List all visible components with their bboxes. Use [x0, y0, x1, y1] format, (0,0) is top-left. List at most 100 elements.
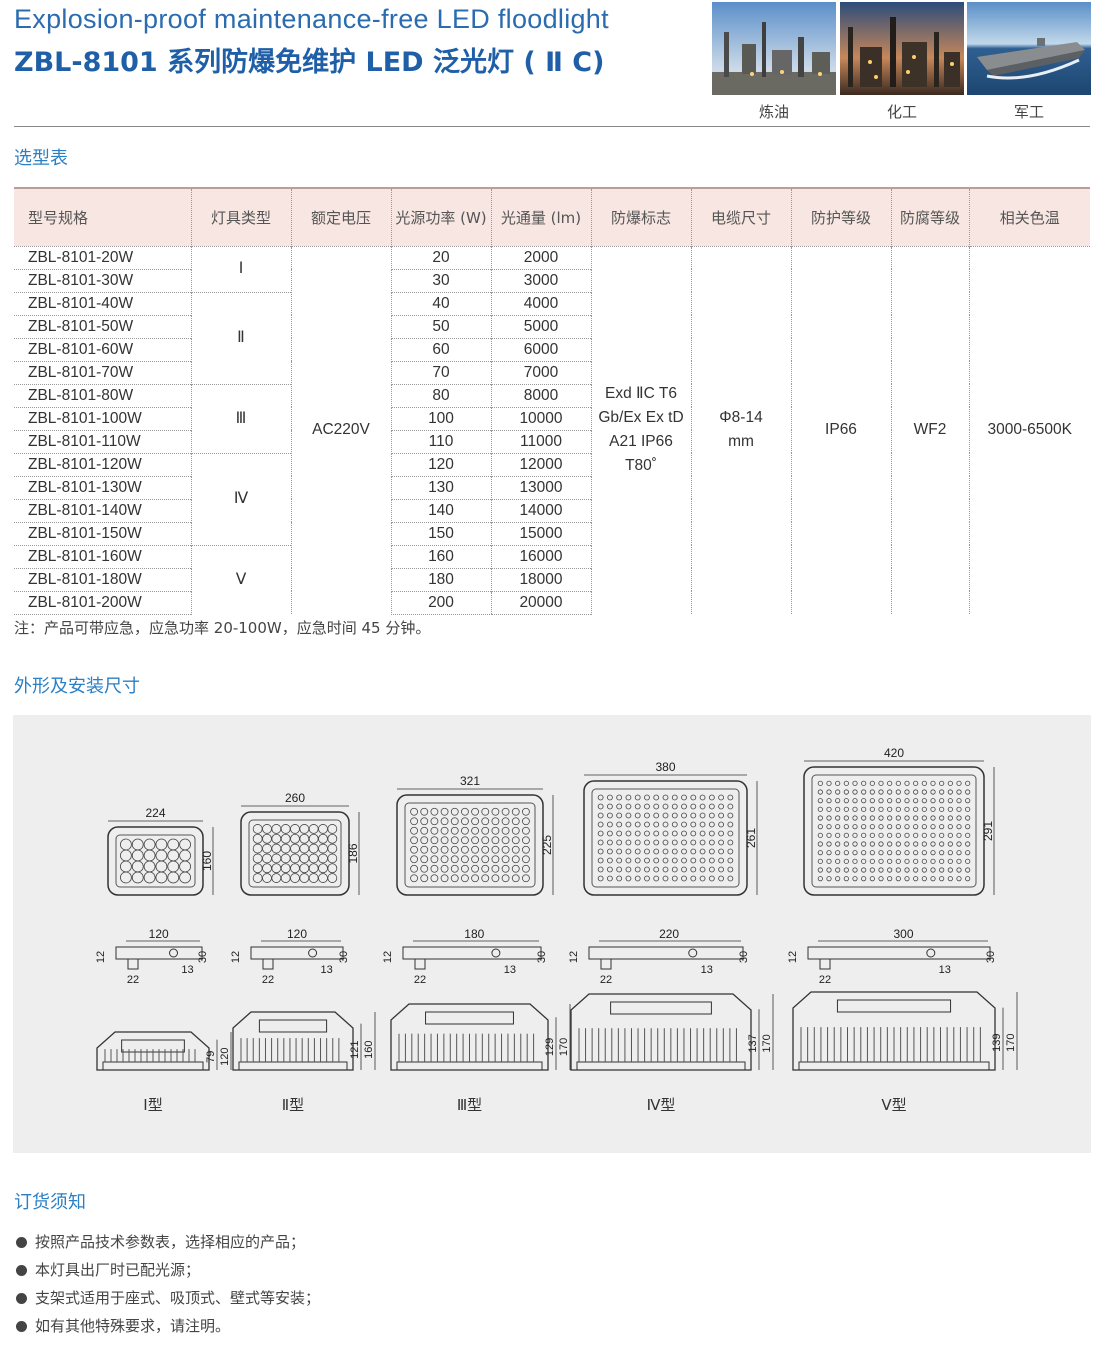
led-chip — [904, 850, 910, 856]
flux-cell: 2000 — [490, 245, 591, 269]
led-chip — [634, 830, 641, 837]
power-cell: 20 — [390, 245, 491, 269]
led-chip — [450, 864, 459, 873]
led-chip — [861, 876, 867, 882]
flux-cell: 7000 — [490, 360, 591, 384]
flux-cell: 12000 — [490, 452, 591, 476]
led-chip — [616, 794, 623, 801]
led-chip — [843, 876, 849, 882]
model-cell: ZBL-8101-50W — [14, 314, 191, 338]
led-chip — [947, 798, 953, 804]
led-chip — [708, 830, 715, 837]
led-chip — [727, 839, 734, 846]
led-chip — [131, 849, 144, 862]
led-chip — [718, 803, 724, 810]
led-chip — [852, 824, 858, 830]
led-chip — [290, 833, 300, 844]
mount-height-label: 12 — [787, 951, 799, 963]
led-chip — [597, 866, 604, 873]
led-chip — [921, 832, 927, 838]
led-chip — [450, 826, 459, 835]
ordering-item: 本灯具出厂时已配光源； — [16, 1256, 320, 1284]
bullet-icon — [16, 1292, 27, 1304]
led-chip — [835, 798, 841, 804]
led-chip — [843, 858, 849, 864]
led-chip — [616, 848, 623, 855]
led-chip — [155, 871, 168, 884]
led-chip — [965, 824, 971, 830]
led-array-frame — [248, 819, 342, 888]
power-cell: 160 — [390, 544, 491, 568]
led-chip — [252, 873, 263, 883]
led-chip — [727, 821, 734, 828]
led-chip — [410, 836, 418, 845]
led-chip — [607, 794, 613, 801]
led-chip — [921, 789, 927, 795]
mount-width-label: 22 — [127, 974, 139, 986]
led-chip — [904, 876, 910, 882]
spec-table-header: 型号规格 灯具类型 额定电压 光源功率 (W) 光通量 (lm) 防爆标志 电缆… — [14, 187, 1090, 246]
led-chip — [939, 867, 945, 873]
led-chip — [852, 780, 858, 786]
bracket-hole — [169, 948, 179, 958]
led-chip — [625, 875, 632, 882]
type-cell: Ⅰ — [190, 245, 291, 292]
model-cell: ZBL-8101-110W — [14, 429, 191, 453]
led-chip — [327, 873, 338, 883]
led-chip — [887, 806, 893, 812]
led-chip — [718, 839, 724, 846]
led-chip — [644, 821, 650, 828]
led-chip — [878, 867, 884, 873]
led-chip — [930, 780, 936, 786]
side-height-2-label: 170 — [558, 1038, 570, 1056]
chemical-caption: 化工 — [886, 103, 917, 121]
led-chip — [895, 789, 901, 795]
led-chip — [930, 815, 936, 821]
led-chip — [634, 839, 641, 846]
led-chip — [671, 794, 678, 801]
led-chip — [939, 815, 945, 821]
flux-cell: 3000 — [490, 268, 591, 292]
led-chip — [607, 857, 613, 864]
led-chip — [727, 803, 734, 810]
side-height-1-label: 121 — [349, 1041, 361, 1059]
led-chip — [450, 855, 459, 864]
ordering-item-text: 支架式适用于座式、吸顶式、壁式等安装； — [35, 1289, 321, 1307]
side-height-2-label: 120 — [219, 1048, 231, 1066]
side-height-1-label: 129 — [544, 1038, 556, 1056]
led-chip — [471, 826, 479, 835]
led-chip — [718, 830, 724, 837]
led-chip — [835, 867, 841, 873]
col-header-ex-mark: 防爆标志 — [590, 187, 691, 246]
led-chip — [167, 860, 180, 873]
led-chip — [653, 830, 660, 837]
power-cell: 40 — [390, 291, 491, 315]
mount-height-label: 12 — [568, 951, 580, 963]
led-chip — [887, 876, 893, 882]
led-chip — [501, 845, 510, 854]
led-chip — [895, 867, 901, 873]
flux-cell: 16000 — [490, 544, 591, 568]
led-chip — [852, 850, 858, 856]
bracket-foot — [127, 958, 139, 970]
refinery-caption: 炼油 — [758, 103, 789, 121]
led-chip — [179, 849, 191, 862]
led-chip — [262, 863, 272, 874]
led-chip — [690, 830, 697, 837]
led-chip — [280, 873, 291, 883]
power-cell: 200 — [390, 590, 491, 615]
led-chip — [299, 863, 310, 874]
led-chip — [440, 836, 449, 845]
led-chip — [471, 817, 479, 826]
led-chip — [930, 824, 936, 830]
led-chip — [718, 866, 724, 873]
led-chip — [644, 866, 650, 873]
led-chip — [681, 848, 687, 855]
led-chip — [634, 794, 641, 801]
led-chip — [653, 866, 660, 873]
led-chip — [671, 857, 678, 864]
led-chip — [252, 863, 263, 874]
